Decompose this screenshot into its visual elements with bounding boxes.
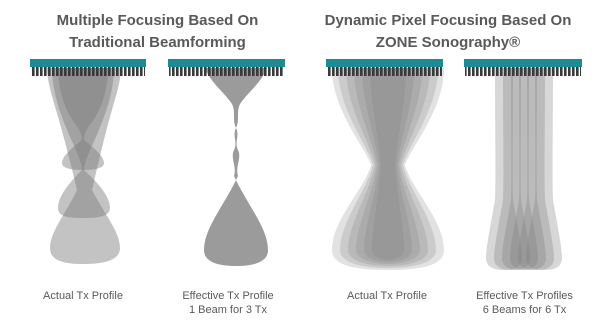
beam-far-focus bbox=[47, 68, 121, 264]
heading-traditional-beamforming: Multiple Focusing Based On Traditional B… bbox=[40, 10, 275, 54]
transducer-array-icon bbox=[464, 59, 582, 76]
transducer-array-icon bbox=[326, 59, 443, 76]
caption-line-1: Actual Tx Profile bbox=[43, 290, 123, 302]
zone-band-1 bbox=[332, 68, 444, 270]
caption-line-1: Effective Tx Profile bbox=[182, 290, 274, 302]
transducer-array-icon bbox=[168, 59, 285, 76]
beam-effective-profile bbox=[204, 68, 268, 266]
caption-zone-effective: Effective Tx Profiles 6 Beams for 6 Tx bbox=[462, 289, 587, 317]
zone-effective-beam-1 bbox=[486, 68, 522, 270]
heading-right-line-2: ZONE Sonography® bbox=[375, 34, 521, 51]
panel-zone-effective bbox=[486, 68, 562, 270]
caption-zone-actual: Actual Tx Profile bbox=[332, 289, 442, 303]
heading-right-line-1: Dynamic Pixel Focusing Based On bbox=[324, 12, 572, 29]
zone-effective-beam-2 bbox=[494, 68, 530, 270]
beam-mid-focus bbox=[52, 68, 114, 218]
zone-band-2 bbox=[338, 68, 438, 268]
caption-traditional-effective: Effective Tx Profile 1 Beam for 3 Tx bbox=[168, 289, 288, 317]
heading-left-line-1: Multiple Focusing Based On bbox=[56, 12, 259, 29]
caption-traditional-actual: Actual Tx Profile bbox=[33, 289, 133, 303]
caption-line-1: Effective Tx Profiles bbox=[476, 290, 573, 302]
zone-effective-beam-3 bbox=[502, 68, 538, 270]
caption-line-2: 6 Beams for 6 Tx bbox=[482, 304, 567, 316]
panel-traditional-actual bbox=[47, 68, 121, 264]
caption-line-1: Actual Tx Profile bbox=[347, 290, 427, 302]
heading-zone-sonography: Dynamic Pixel Focusing Based On ZONE Son… bbox=[318, 10, 578, 54]
zone-effective-beam-4 bbox=[510, 68, 546, 270]
zone-band-5 bbox=[362, 68, 414, 262]
caption-line-2: 1 Beam for 3 Tx bbox=[188, 304, 268, 316]
transducer-array-icon bbox=[30, 59, 146, 76]
zone-effective-beam-5 bbox=[518, 68, 554, 270]
zone-band-4 bbox=[354, 68, 422, 264]
heading-left-line-2: Traditional Beamforming bbox=[69, 34, 246, 51]
panel-traditional-effective bbox=[204, 68, 268, 266]
zone-band-6 bbox=[370, 68, 406, 260]
panel-zone-actual bbox=[332, 68, 444, 270]
beam-near-focus bbox=[58, 68, 108, 170]
zone-band-3 bbox=[346, 68, 430, 266]
zone-effective-beam-6 bbox=[526, 68, 562, 270]
